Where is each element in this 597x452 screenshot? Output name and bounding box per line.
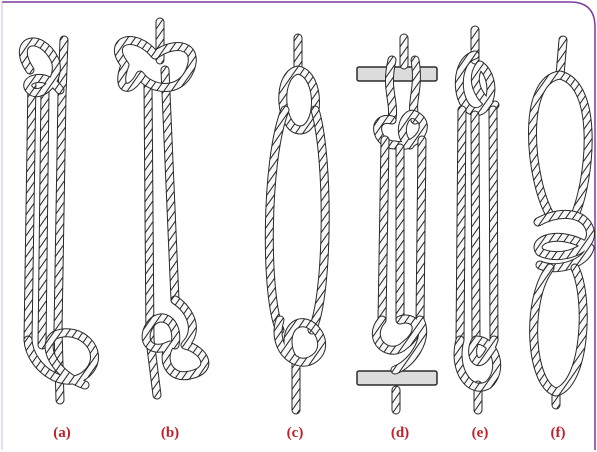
top-bar	[357, 67, 437, 81]
knot-b	[118, 22, 204, 395]
knot-a	[23, 40, 94, 400]
label-a: (a)	[42, 425, 82, 442]
label-d: (d)	[380, 425, 420, 442]
label-e: (e)	[460, 425, 500, 442]
knot-c	[269, 38, 325, 410]
knot-f	[533, 40, 591, 405]
label-b: (b)	[150, 425, 190, 442]
knot-e	[458, 30, 497, 410]
label-f: (f)	[538, 425, 578, 442]
knot-d	[357, 38, 437, 410]
label-c: (c)	[275, 425, 315, 442]
